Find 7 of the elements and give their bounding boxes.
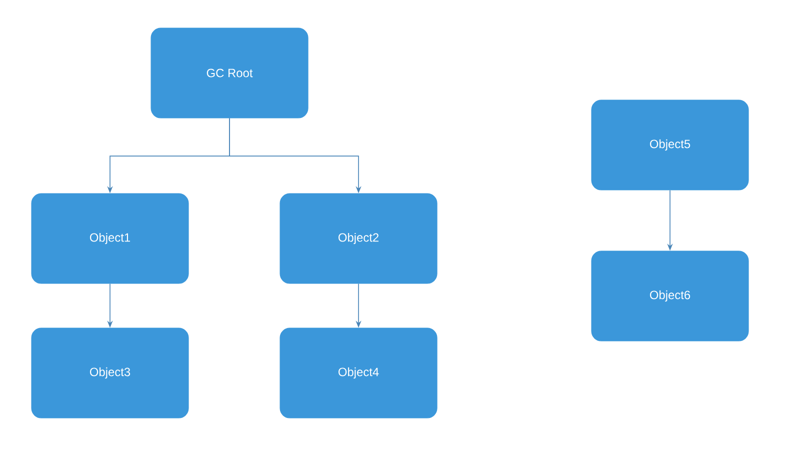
process-box: Object3 [31,328,189,418]
process-box: Object5 [591,100,749,190]
process-box: Object2 [280,193,438,284]
process-box: Object1 [31,193,189,284]
process-box: Object4 [280,328,438,418]
process-box: GC Root [150,28,308,118]
process-box: Object6 [591,250,749,342]
